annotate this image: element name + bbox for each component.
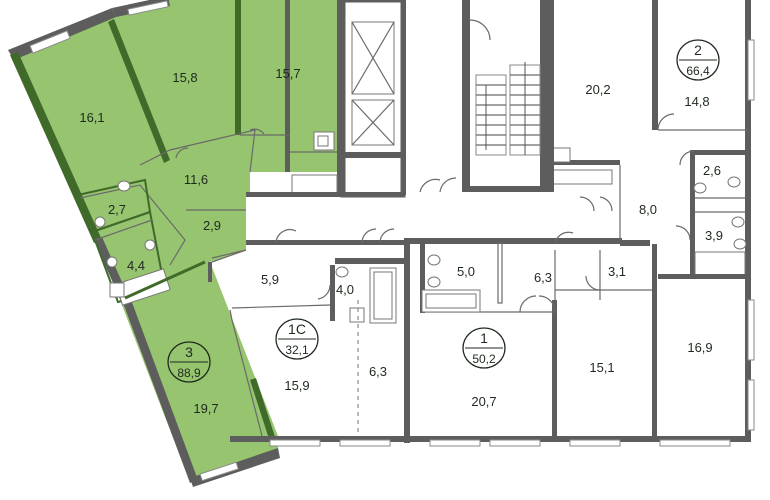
apartment-1c xyxy=(208,243,410,447)
apartment-badge-1: 1 50,2 xyxy=(462,327,506,369)
apartment-3 xyxy=(8,0,343,487)
room-area-20-2: 20,2 xyxy=(585,82,610,97)
room-area-15-1: 15,1 xyxy=(589,360,614,375)
stair-treads xyxy=(475,62,541,156)
room-area-11-6: 11,6 xyxy=(184,172,208,187)
apartment-1c-number: 1C xyxy=(288,321,306,337)
room-area-4-4: 4,4 xyxy=(127,258,145,273)
apartment-badge-1c: 1C 32,1 xyxy=(275,318,319,360)
room-area-14-8: 14,8 xyxy=(684,94,709,109)
room-area-15-7: 15,7 xyxy=(275,66,300,81)
room-area-5-0: 5,0 xyxy=(457,264,475,279)
room-area-16-9: 16,9 xyxy=(687,340,712,355)
room-area-6-3-b: 6,3 xyxy=(534,270,552,285)
apartment-1 xyxy=(410,242,745,447)
apartment-2-area: 66,4 xyxy=(686,64,710,78)
room-area-2-7: 2,7 xyxy=(108,202,126,217)
room-area-6-3-a: 6,3 xyxy=(369,364,387,379)
room-area-19-7: 19,7 xyxy=(193,401,218,416)
apartment-badge-3: 3 88,9 xyxy=(167,341,211,383)
apartment-badge-2: 2 66,4 xyxy=(676,39,720,81)
apartment-2-number: 2 xyxy=(694,42,702,58)
room-area-4-0: 4,0 xyxy=(336,282,354,297)
apartment-3-area: 88,9 xyxy=(177,366,201,380)
room-area-15-9: 15,9 xyxy=(284,378,309,393)
room-area-8-0: 8,0 xyxy=(639,202,657,217)
room-area-3-9: 3,9 xyxy=(705,228,723,243)
room-area-20-7: 20,7 xyxy=(471,394,496,409)
room-area-2-6: 2,6 xyxy=(703,163,721,178)
apartment-1-area: 50,2 xyxy=(472,352,496,366)
room-area-15-8: 15,8 xyxy=(172,70,197,85)
core xyxy=(246,0,650,246)
room-area-16-1: 16,1 xyxy=(79,110,104,125)
room-area-2-9: 2,9 xyxy=(203,218,221,233)
room-labels: 16,1 15,8 15,7 11,6 2,7 2,9 4,4 19,7 5,9… xyxy=(79,66,723,416)
apartment-2 xyxy=(551,0,755,442)
apartment-1c-area: 32,1 xyxy=(285,343,309,357)
room-area-5-9: 5,9 xyxy=(261,272,279,287)
apartment-3-number: 3 xyxy=(185,344,193,360)
apartment-1-number: 1 xyxy=(480,330,488,346)
room-area-3-1: 3,1 xyxy=(608,264,626,279)
